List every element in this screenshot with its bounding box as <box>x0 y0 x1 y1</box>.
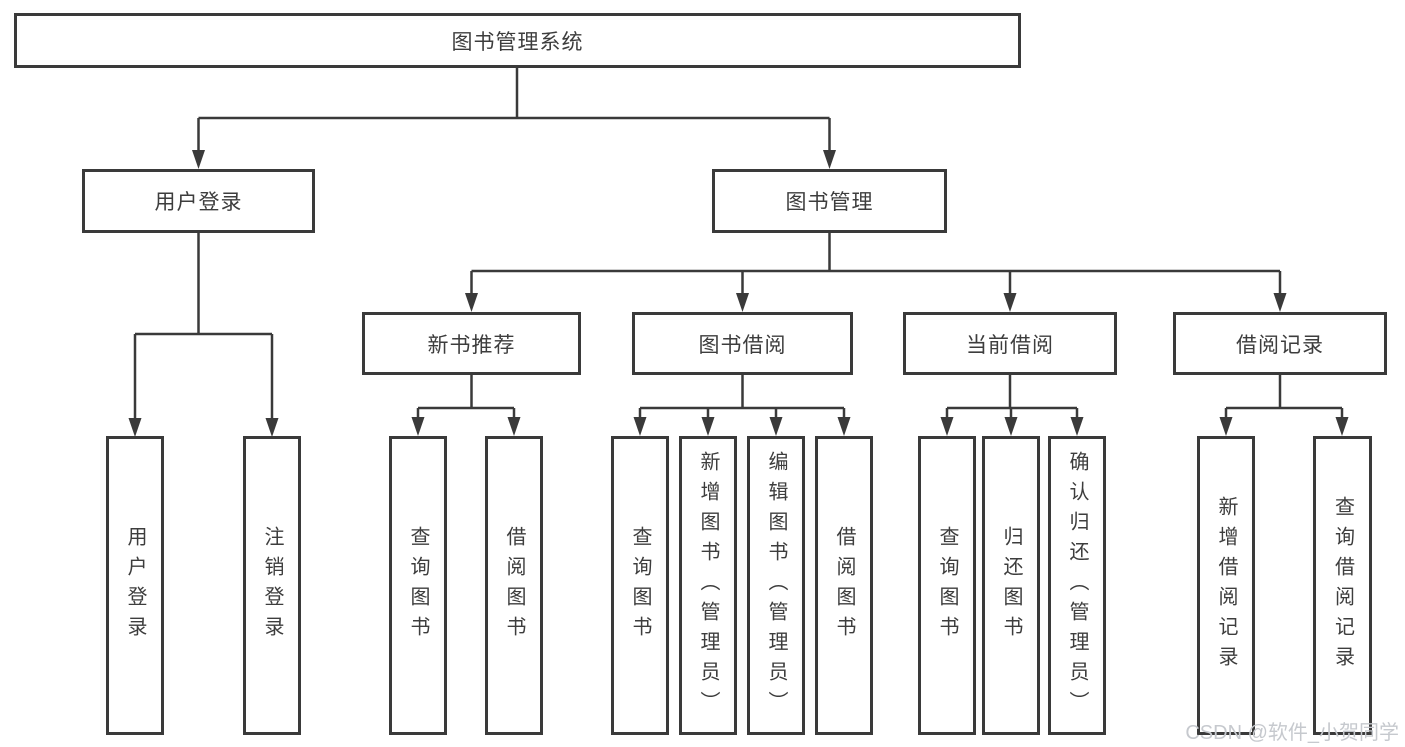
node-label: 注销登录 <box>261 525 283 646</box>
node-edit-books-admin-leaf: 编辑图书（管理员） <box>747 436 805 735</box>
node-label: 新增借阅记录 <box>1215 495 1237 676</box>
node-user-login: 用户登录 <box>82 169 315 233</box>
node-label: 图书借阅 <box>698 333 787 357</box>
node-confirm-return-admin-leaf: 确认归还（管理员） <box>1048 436 1106 735</box>
node-label: 当前借阅 <box>966 333 1054 357</box>
node-label: 新增图书（管理员） <box>697 450 719 721</box>
node-add-books-admin-leaf: 新增图书（管理员） <box>679 436 737 735</box>
node-label: 用户登录 <box>124 525 146 646</box>
node-query-borrow-record-leaf: 查询借阅记录 <box>1313 436 1372 735</box>
node-label: 图书管理系统 <box>451 30 584 54</box>
node-label: 借阅记录 <box>1236 333 1324 357</box>
node-label: 查询图书 <box>407 525 429 646</box>
node-user-login-leaf: 用户登录 <box>106 436 164 735</box>
node-logout-leaf: 注销登录 <box>243 436 301 735</box>
node-label: 查询借阅记录 <box>1331 495 1354 676</box>
csdn-watermark: CSDN @软件_小贺同学 <box>1185 722 1399 744</box>
node-label: 新书推荐 <box>427 333 516 357</box>
node-borrow-books-leaf: 借阅图书 <box>485 436 543 735</box>
node-label: 查询图书 <box>629 525 651 646</box>
node-label: 确认归还（管理员） <box>1066 450 1088 721</box>
node-book-management: 图书管理 <box>712 169 947 233</box>
node-library-management-system: 图书管理系统 <box>14 13 1021 68</box>
node-current-borrowing: 当前借阅 <box>903 312 1117 375</box>
node-return-books-leaf: 归还图书 <box>982 436 1040 735</box>
node-add-borrow-record-leaf: 新增借阅记录 <box>1197 436 1255 735</box>
node-label: 借阅图书 <box>833 525 855 646</box>
node-label: 用户登录 <box>154 191 243 214</box>
node-borrowing-records: 借阅记录 <box>1173 312 1387 375</box>
node-label: 查询图书 <box>936 525 958 646</box>
node-label: 归还图书 <box>1000 525 1022 646</box>
node-new-book-recommendation: 新书推荐 <box>362 312 581 375</box>
node-query-books-leaf: 查询图书 <box>918 436 976 735</box>
node-borrow-books-leaf: 借阅图书 <box>815 436 873 735</box>
node-query-books-leaf: 查询图书 <box>389 436 447 735</box>
node-label: 图书管理 <box>785 191 874 214</box>
node-book-borrowing: 图书借阅 <box>632 312 853 375</box>
node-label: 编辑图书（管理员） <box>765 450 787 721</box>
node-query-books-leaf: 查询图书 <box>611 436 669 735</box>
node-label: 借阅图书 <box>503 525 525 646</box>
